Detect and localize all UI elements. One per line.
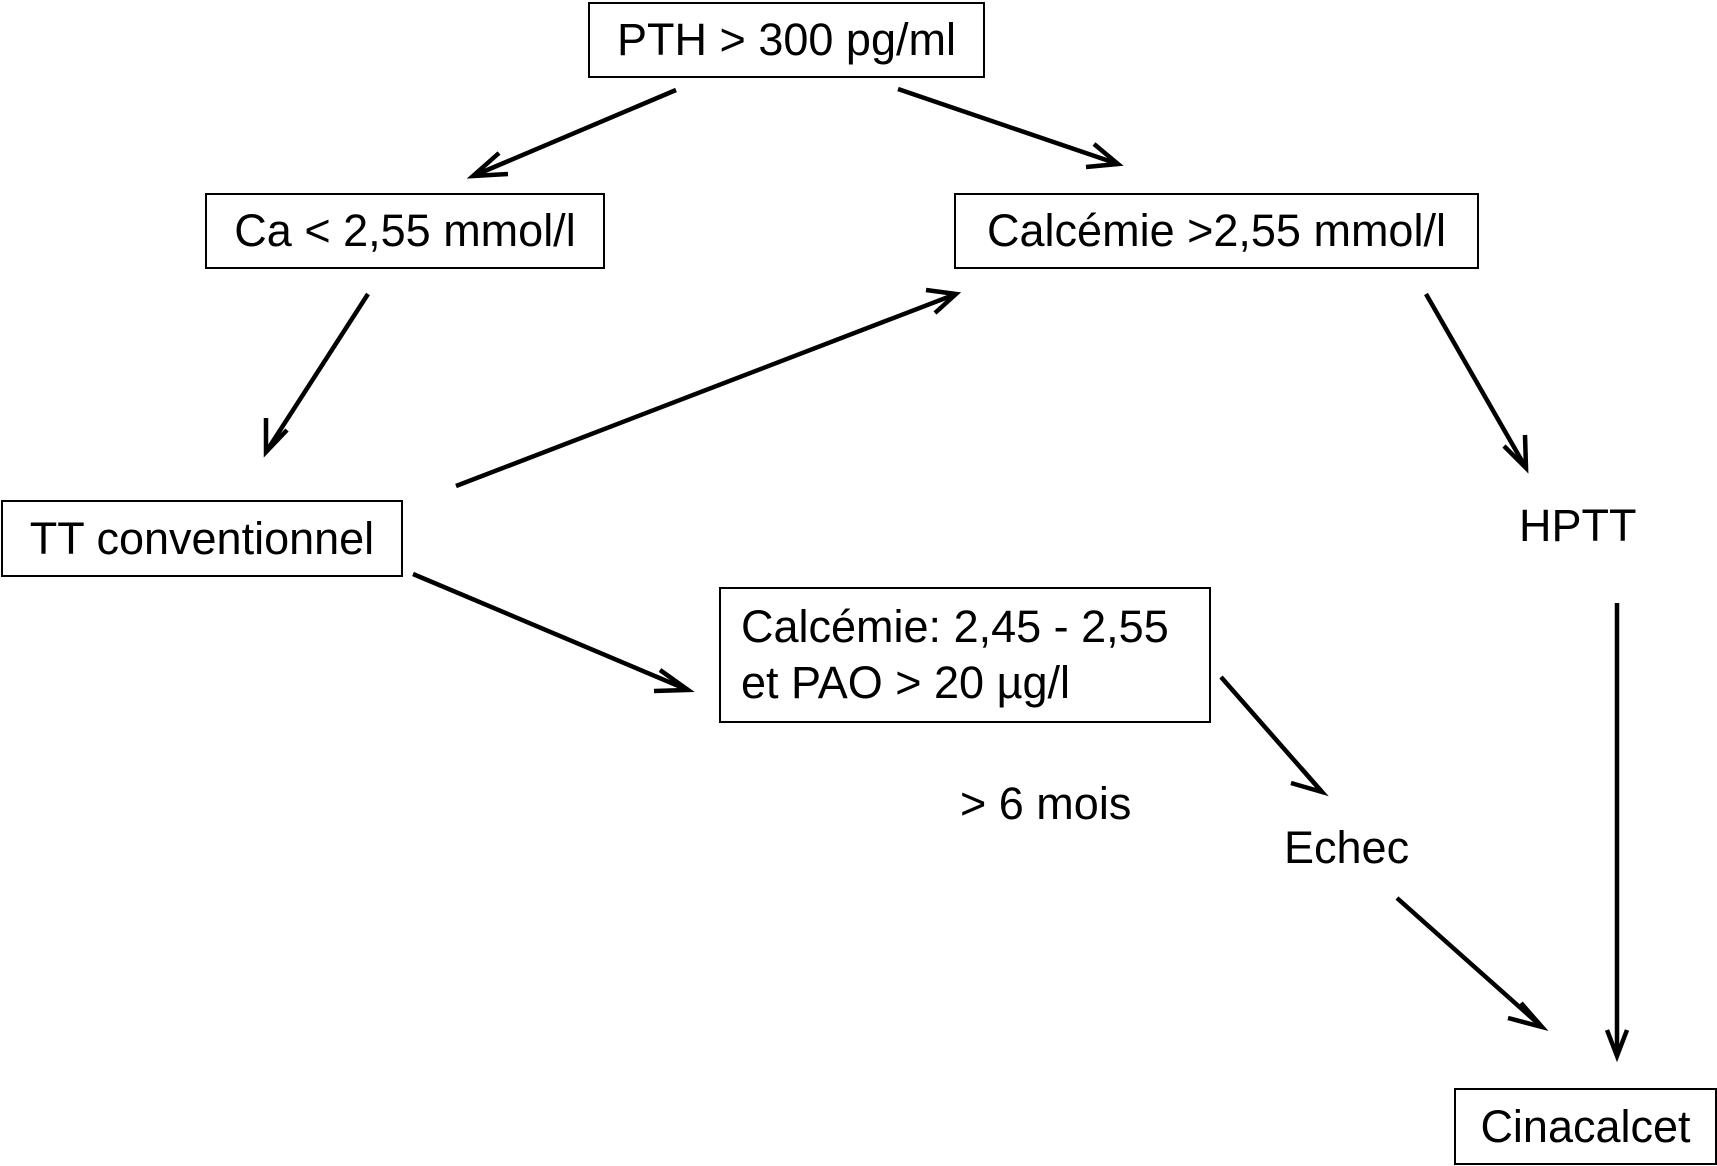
- hptt-text: HPTT: [1519, 500, 1637, 551]
- calcemie-range-box: Calcémie: 2,45 - 2,55 et PAO > 20 µg/l: [719, 587, 1211, 723]
- pth-label: PTH > 300 pg/ml: [617, 14, 956, 65]
- echec-label: Echec: [1284, 820, 1409, 876]
- calcemie-range-line2: et PAO > 20 µg/l: [741, 657, 1071, 708]
- cinacalcet-label: Cinacalcet: [1480, 1100, 1691, 1152]
- tt-label: TT conventionnel: [29, 512, 375, 564]
- arrow-tt-to-ca-high: [455, 287, 962, 489]
- ca-high-label: Calcémie >2,55 mmol/l: [987, 205, 1446, 256]
- six-mois-text: > 6 mois: [960, 778, 1132, 829]
- arrow-hptt-to-cinacalcet: [1604, 603, 1630, 1063]
- ca-low-box: Ca < 2,55 mmol/l: [205, 193, 605, 269]
- ca-low-label: Ca < 2,55 mmol/l: [234, 205, 576, 256]
- arrow-ca-low-to-tt: [263, 292, 370, 458]
- calcemie-range-line1: Calcémie: 2,45 - 2,55: [741, 600, 1169, 652]
- hptt-label: HPTT: [1519, 498, 1637, 554]
- tt-box: TT conventionnel: [1, 500, 403, 577]
- arrow-pth-to-ca-high: [897, 86, 1124, 170]
- arrow-pth-to-ca-low: [466, 87, 677, 179]
- six-mois-label: > 6 mois: [960, 776, 1131, 832]
- arrow-ca-high-to-hptt: [1424, 292, 1529, 474]
- ca-high-box: Calcémie >2,55 mmol/l: [954, 193, 1479, 269]
- arrow-echec-to-cinacalcet: [1395, 896, 1549, 1032]
- pth-box: PTH > 300 pg/ml: [588, 2, 985, 78]
- echec-text: Echec: [1284, 822, 1410, 873]
- cinacalcet-box: Cinacalcet: [1454, 1088, 1717, 1165]
- arrow-tt-to-calcemie-range: [412, 571, 695, 694]
- arrow-calcemie-range-to-echec: [1219, 675, 1329, 797]
